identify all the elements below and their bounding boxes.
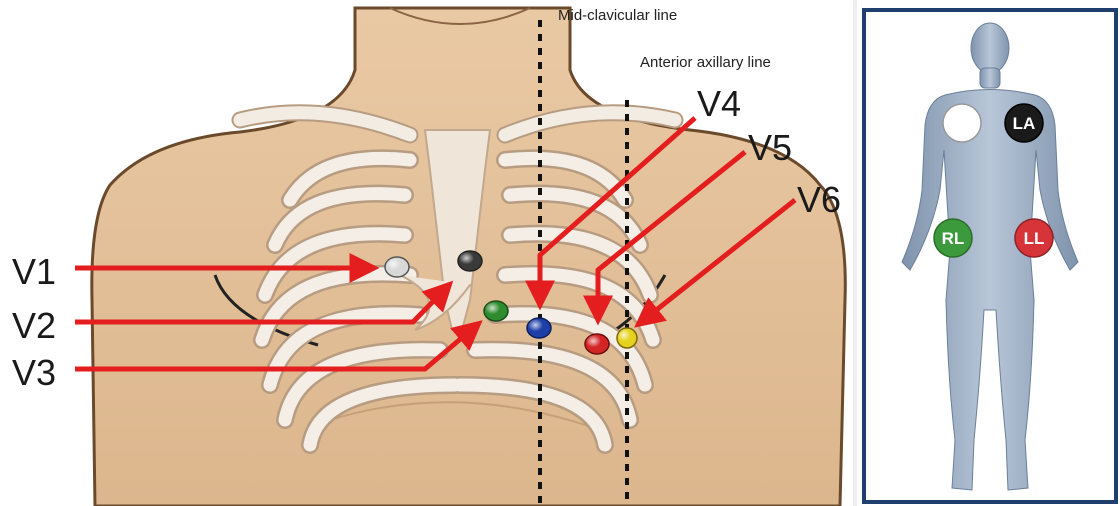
- limb-label-ll: LL: [1024, 229, 1045, 248]
- lead-label-v2: V2: [12, 305, 56, 346]
- lead-label-v3: V3: [12, 352, 56, 393]
- electrode-v3: [484, 301, 508, 321]
- lead-label-v6: V6: [797, 179, 841, 220]
- limb-label-la: LA: [1013, 114, 1036, 133]
- electrode-ll: LL: [1015, 219, 1053, 257]
- limb-label-rl: RL: [942, 229, 965, 248]
- lead-label-v1: V1: [12, 251, 56, 292]
- electrode-rl: RL: [934, 219, 972, 257]
- lead-label-v5: V5: [748, 127, 792, 168]
- electrode-v2: [458, 251, 482, 271]
- limb-lead-panel: RA LA RL LL: [864, 10, 1116, 502]
- electrode-ra: RA: [943, 104, 981, 142]
- limb-label-ra: RA: [950, 114, 975, 133]
- lead-label-v4: V4: [697, 83, 741, 124]
- electrode-v4: [527, 318, 551, 338]
- anterior-axillary-line-label: Anterior axillary line: [640, 54, 771, 71]
- electrode-v6: [617, 328, 637, 348]
- electrode-la: LA: [1005, 104, 1043, 142]
- electrode-v5: [585, 334, 609, 354]
- electrode-v1: [385, 257, 409, 277]
- mid-clavicular-line-label: Mid-clavicular line: [558, 7, 677, 24]
